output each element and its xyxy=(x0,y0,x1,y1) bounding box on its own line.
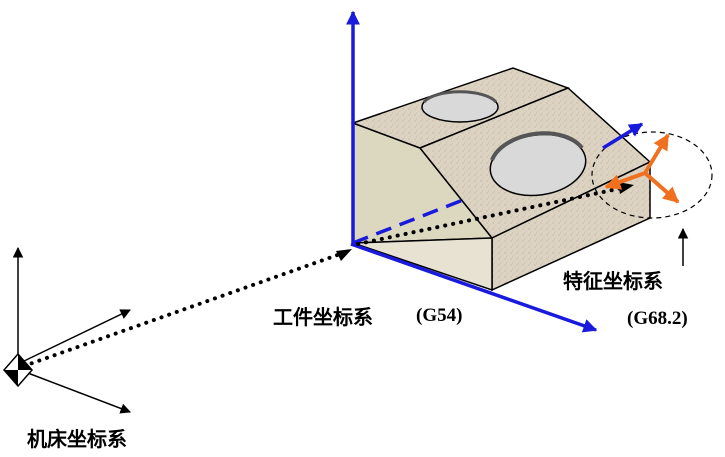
machine-origin-icon xyxy=(3,352,33,388)
block-base-face xyxy=(352,237,493,292)
feature-highlight-ellipse xyxy=(591,131,713,219)
slope-hole-icon xyxy=(489,131,587,197)
workpiece-coordinate-label: 工件坐标系 xyxy=(273,305,373,329)
workpiece-block xyxy=(350,67,652,292)
feature-coordinate-system xyxy=(591,122,713,266)
machine-to-work-link xyxy=(22,250,348,368)
feature-axis-y xyxy=(604,171,646,190)
machine-coordinate-label: 机床坐标系 xyxy=(27,427,127,451)
feature-axis-blue xyxy=(602,122,644,150)
work-axis-x xyxy=(350,242,598,333)
feature-code-label: (G68.2) xyxy=(627,308,688,329)
feature-coordinate-label: 特征坐标系 xyxy=(563,269,663,293)
feature-axis-x xyxy=(643,171,680,204)
machine-coordinate-system xyxy=(3,246,131,414)
top-hole-icon xyxy=(421,90,499,123)
workpiece-coordinate-system xyxy=(346,10,598,333)
machine-to-work-arrowhead xyxy=(336,249,352,261)
work-to-feature-link xyxy=(356,186,624,246)
machine-axis-y xyxy=(21,309,131,363)
work-axis-y-hidden xyxy=(352,198,464,245)
machine-axis-x xyxy=(19,369,131,414)
feature-axis-z xyxy=(643,133,670,175)
workpiece-code-label: (G54) xyxy=(416,305,463,326)
